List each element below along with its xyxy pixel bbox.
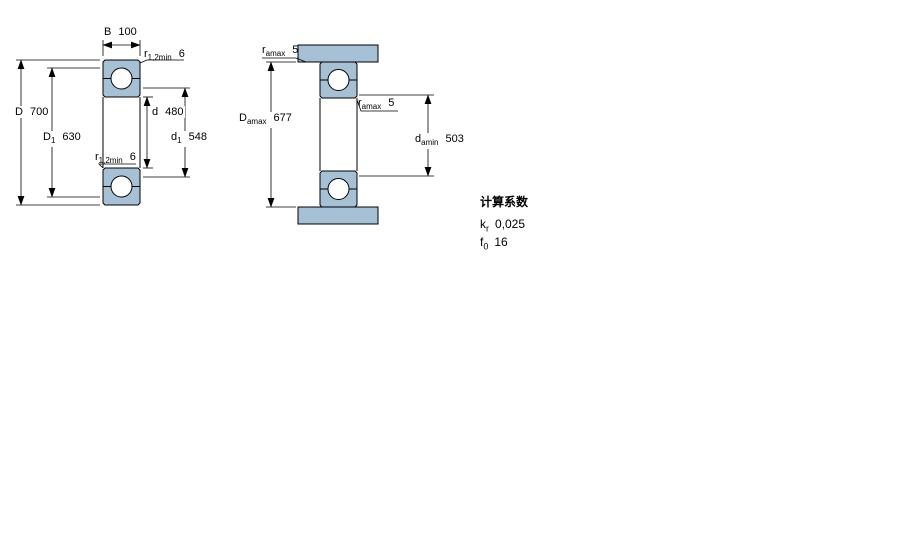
dim-label-r12-bottom: r1,2min 6 bbox=[95, 151, 136, 167]
left-top-ball bbox=[110, 67, 133, 90]
dim-value: 6 bbox=[178, 48, 185, 60]
dim-subscript: 1,2min bbox=[98, 156, 123, 166]
dim-symbol: D bbox=[43, 131, 51, 143]
dim-label-D1: D1 630 bbox=[41, 131, 83, 148]
factor-f0: f0 16 bbox=[480, 235, 508, 253]
dim-label-bore-diameter-d: d 480 bbox=[150, 106, 186, 118]
dim-label-da-min: damin 503 bbox=[413, 133, 466, 150]
factor-subscript: r bbox=[486, 223, 489, 234]
left-dimension-lines bbox=[16, 40, 190, 206]
dim-value: 630 bbox=[62, 131, 81, 143]
dim-subscript: 1,2min bbox=[147, 53, 172, 63]
dim-value: 548 bbox=[188, 131, 207, 143]
dim-value: 100 bbox=[118, 26, 137, 38]
factor-value: 0,025 bbox=[495, 217, 526, 231]
dim-label-Da-max: Damax 677 bbox=[237, 112, 294, 129]
dim-value: 700 bbox=[29, 106, 49, 118]
dim-value: 5 bbox=[292, 44, 299, 56]
factor-symbol: k bbox=[480, 217, 486, 231]
factor-symbol: f bbox=[480, 235, 484, 249]
dim-symbol: D bbox=[15, 106, 23, 118]
dim-value: 6 bbox=[129, 151, 136, 163]
dim-subscript: amin bbox=[421, 138, 439, 148]
right-bottom-ball bbox=[327, 178, 350, 200]
ra-mid-leader bbox=[356, 99, 398, 112]
left-bottom-ball bbox=[110, 175, 133, 198]
dim-value: 677 bbox=[273, 112, 292, 124]
r12-bottom-leader bbox=[98, 163, 136, 169]
dim-symbol: r bbox=[144, 48, 148, 60]
factor-subscript: 0 bbox=[483, 241, 489, 252]
factor-kr: kr 0,025 bbox=[480, 217, 525, 235]
dim-label-outer-diameter-D: D 700 bbox=[13, 106, 51, 118]
dim-symbol: r bbox=[262, 44, 266, 56]
dim-subscript: amax bbox=[246, 117, 267, 127]
bottom-abutment bbox=[297, 206, 379, 225]
dim-label-d1: d1 548 bbox=[169, 131, 209, 148]
dim-label-ra-top: ramax 5 bbox=[262, 44, 298, 60]
dim-value: 480 bbox=[165, 106, 184, 118]
dim-label-r12-top: r1,2min 6 bbox=[144, 48, 185, 64]
top-abutment bbox=[297, 44, 379, 63]
dim-subscript: amax bbox=[265, 49, 286, 59]
factor-value: 16 bbox=[494, 235, 508, 249]
dim-symbol: r bbox=[95, 151, 99, 163]
dim-label-ra-mid: ramax 5 bbox=[358, 97, 394, 113]
dim-label-width-B: B 100 bbox=[104, 26, 137, 38]
dim-symbol: d bbox=[415, 133, 422, 145]
dim-subscript: 1 bbox=[50, 136, 56, 146]
right-bearing-section bbox=[297, 44, 379, 225]
calculation-factors-heading: 计算系数 bbox=[480, 195, 529, 209]
dim-symbol: d bbox=[152, 106, 159, 118]
dim-subscript: amax bbox=[361, 102, 382, 112]
ra-top-leader bbox=[262, 57, 307, 63]
dim-symbol: D bbox=[239, 112, 247, 124]
r12-top-leader bbox=[139, 59, 184, 64]
dim-symbol: r bbox=[358, 97, 362, 109]
dim-subscript: 1 bbox=[177, 136, 182, 146]
right-top-ball bbox=[327, 69, 350, 91]
dim-value: 5 bbox=[388, 97, 395, 109]
left-bearing-section bbox=[102, 59, 141, 206]
dim-symbol: d bbox=[171, 131, 178, 143]
dim-value: 503 bbox=[445, 133, 464, 145]
dim-symbol: B bbox=[104, 26, 112, 38]
